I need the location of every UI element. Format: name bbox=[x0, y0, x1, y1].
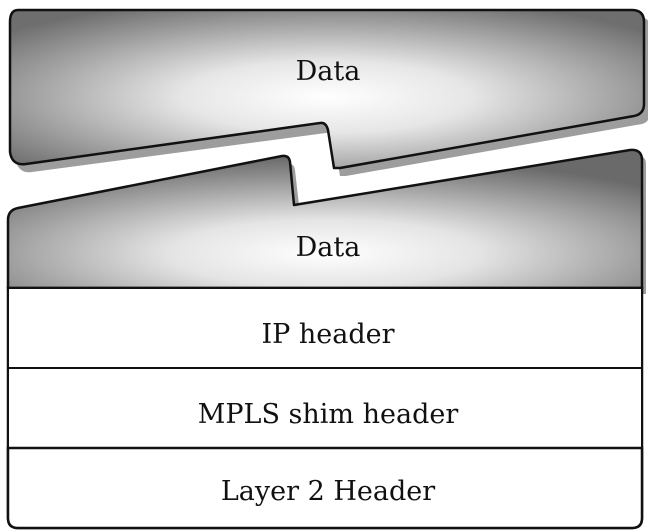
mpls-shim-header-label: MPLS shim header bbox=[198, 399, 459, 430]
top-data-fragment bbox=[8, 8, 646, 170]
header-stack bbox=[6, 286, 644, 530]
layer2-header-block bbox=[6, 446, 644, 530]
ip-header-label: IP header bbox=[261, 319, 394, 350]
top-data-label: Data bbox=[296, 56, 361, 87]
layer2-header-label: Layer 2 Header bbox=[221, 476, 435, 507]
mpls-shim-header-block bbox=[7, 367, 643, 449]
bottom-data-label: Data bbox=[296, 232, 361, 263]
bottom-data-fragment bbox=[6, 148, 644, 290]
